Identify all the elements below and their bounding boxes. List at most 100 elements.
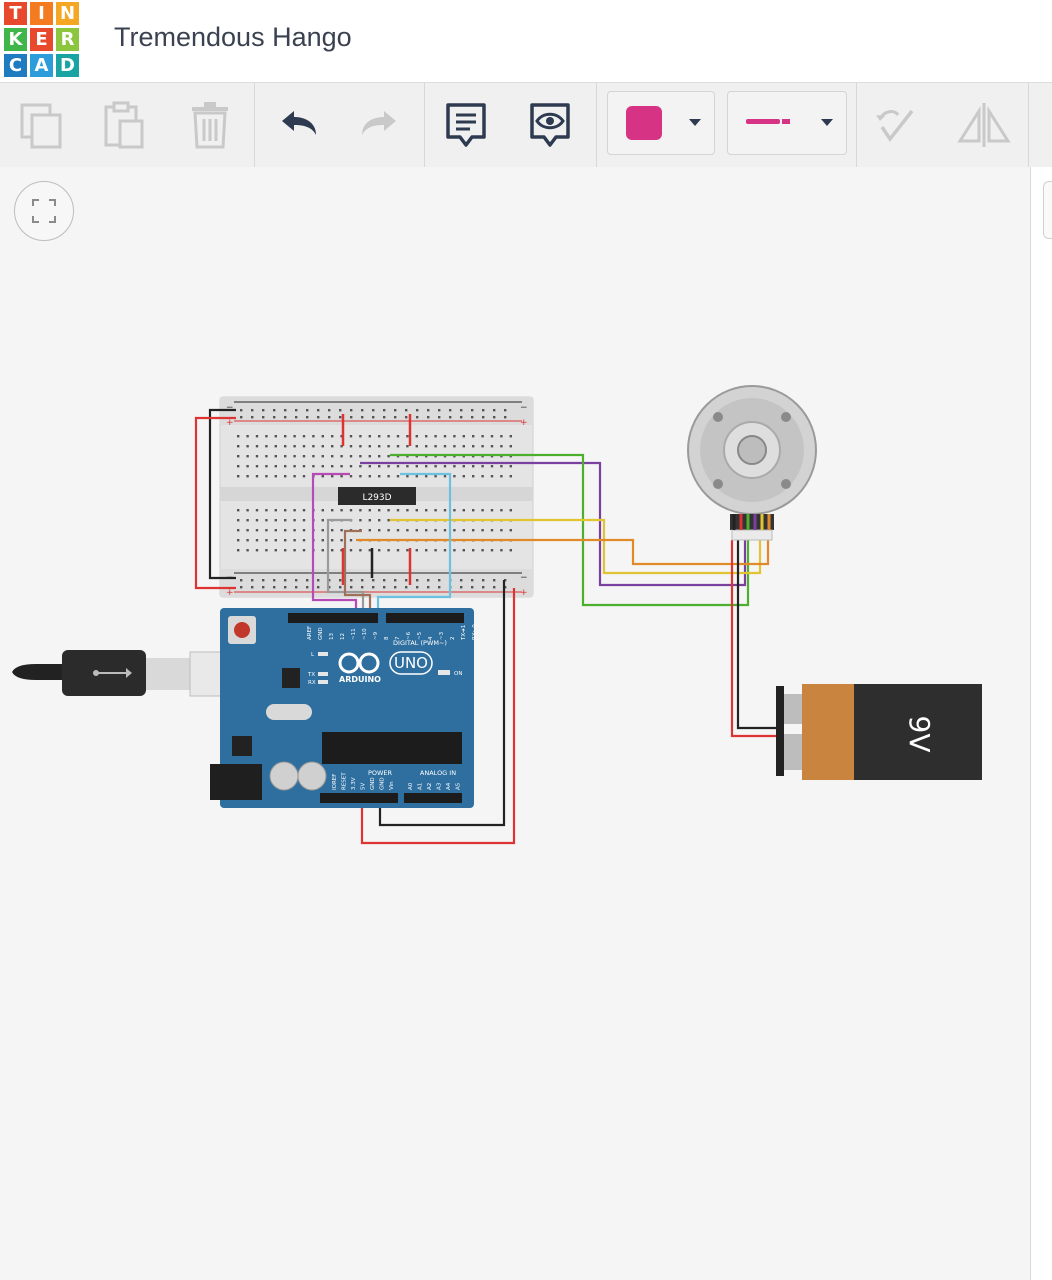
- pin-label: IOREF: [332, 774, 338, 790]
- eye-icon: [530, 103, 570, 147]
- arduino-uno[interactable]: UNO ARDUINO DIGITAL (PWM~) POWER ANALOG …: [210, 608, 478, 808]
- chevron-down-icon: [821, 119, 833, 126]
- trash-icon: [192, 102, 228, 149]
- l-led-label: L: [311, 652, 315, 658]
- logo-letter: C: [4, 54, 27, 77]
- pin-label: A0: [408, 782, 414, 790]
- rail-minus-label: −: [520, 573, 528, 583]
- app-header: T I N K E R C A D Tremendous Hango: [0, 0, 1052, 82]
- pin-label: GND: [370, 777, 376, 790]
- chip-label: L293D: [362, 493, 391, 503]
- pin-label: ~3: [439, 631, 445, 640]
- redo-button[interactable]: [352, 97, 408, 153]
- arduino-model-label: UNO: [394, 654, 428, 672]
- flip-icon: [957, 103, 1011, 147]
- copy-button[interactable]: [14, 97, 70, 153]
- battery-voltage-label: 9V: [903, 716, 936, 753]
- copy-icon: [20, 103, 62, 149]
- logo-letter: T: [4, 2, 27, 25]
- pin-label: 3.3V: [351, 777, 357, 790]
- toolbar-separator: [424, 83, 425, 167]
- components-panel: [1030, 167, 1052, 1280]
- toolbar-separator: [596, 83, 597, 167]
- pin-label: A5: [456, 782, 462, 790]
- pin-label: A4: [446, 782, 452, 790]
- fit-to-view-button[interactable]: [14, 181, 74, 241]
- pin-label: GND: [380, 777, 386, 790]
- stepper-motor[interactable]: [687, 385, 817, 541]
- pin-label: Vin: [389, 781, 395, 790]
- pin-label: 8: [384, 636, 390, 640]
- pin-label: 2: [450, 637, 456, 641]
- tx-led-label: TX: [307, 672, 315, 678]
- logo-letter: A: [30, 54, 53, 77]
- pin-label: A2: [427, 783, 433, 790]
- undo-icon: [282, 111, 316, 135]
- pin-label: ~10: [362, 628, 368, 640]
- chevron-down-icon: [689, 119, 701, 126]
- rail-plus-label: +: [520, 588, 528, 598]
- pin-label: 5V: [361, 783, 367, 790]
- l293d-chip[interactable]: L293D: [338, 487, 416, 505]
- project-title[interactable]: Tremendous Hango: [114, 22, 352, 52]
- tinkercad-logo[interactable]: T I N K E R C A D: [4, 2, 80, 78]
- notes-icon: [446, 103, 486, 147]
- delete-button[interactable]: [182, 97, 238, 153]
- paste-icon: [104, 101, 144, 149]
- panel-toggle-tab[interactable]: [1043, 181, 1052, 239]
- pin-label: A3: [437, 782, 443, 790]
- pin-label: A1: [418, 783, 424, 790]
- pin-label: TX➔1: [461, 625, 467, 641]
- rail-plus-label: +: [520, 418, 528, 428]
- pin-label: ~5: [417, 631, 423, 640]
- pin-label: 7: [395, 636, 401, 640]
- rail-plus-label: +: [226, 588, 234, 598]
- rail-minus-label: −: [226, 403, 234, 413]
- paste-button[interactable]: [96, 97, 152, 153]
- selected-color-swatch: [626, 106, 662, 140]
- rail-minus-label: −: [520, 403, 528, 413]
- logo-letter: E: [30, 28, 53, 51]
- toolbar-separator: [1028, 83, 1029, 167]
- logo-letter: K: [4, 28, 27, 51]
- logo-letter: D: [56, 54, 79, 77]
- power-header-label: POWER: [368, 769, 393, 777]
- breadboard-holes: [237, 409, 512, 589]
- logo-letter: I: [30, 2, 53, 25]
- arduino-logo-text: ARDUINO: [339, 675, 381, 684]
- rotate-button[interactable]: [868, 97, 924, 153]
- pin-label: 4: [428, 636, 434, 640]
- pin-label: 13: [329, 633, 335, 640]
- toolbar-separator: [856, 83, 857, 167]
- pin-label: RX←0: [472, 624, 478, 640]
- logo-letter: N: [56, 2, 79, 25]
- analog-header-label: ANALOG IN: [420, 769, 456, 777]
- usb-cable[interactable]: [12, 650, 257, 697]
- pin-label: RESET: [342, 772, 348, 790]
- redo-icon: [362, 111, 396, 135]
- arduino-infinity-icon: [338, 652, 380, 674]
- digital-header-label: DIGITAL (PWM~): [393, 639, 447, 647]
- wire-type-dropdown[interactable]: [727, 91, 847, 155]
- usb-icon: [93, 668, 132, 678]
- toolbar: [0, 82, 1052, 168]
- on-led-label: ON: [454, 671, 462, 677]
- toggle-notes-button[interactable]: [522, 97, 578, 153]
- toolbar-separator: [254, 83, 255, 167]
- notes-button[interactable]: [438, 97, 494, 153]
- pin-label: ~6: [406, 631, 412, 640]
- fit-to-view-icon: [32, 199, 56, 223]
- color-picker-dropdown[interactable]: [607, 91, 715, 155]
- pin-label: ~11: [351, 628, 357, 640]
- flip-button[interactable]: [956, 97, 1012, 153]
- rx-led-label: RX: [308, 680, 316, 686]
- undo-button[interactable]: [270, 97, 326, 153]
- pin-label: 12: [340, 633, 346, 640]
- rail-plus-label: +: [226, 418, 234, 428]
- wires[interactable]: [194, 408, 778, 845]
- battery-9v[interactable]: − + 9V: [776, 684, 982, 780]
- pin-label: AREF: [307, 626, 313, 640]
